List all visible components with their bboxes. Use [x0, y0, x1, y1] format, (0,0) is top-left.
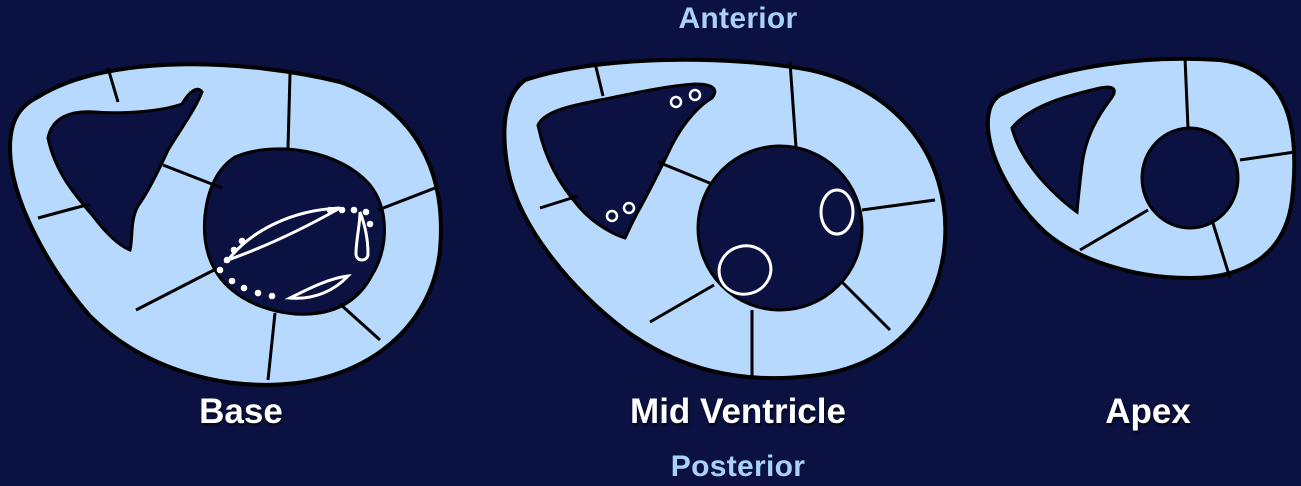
mid-ventricle-label: Mid Ventricle: [558, 392, 918, 432]
apex-left-ventricle-cavity: [1142, 128, 1238, 228]
base-divider: [288, 74, 290, 148]
mid-ventricle-slice: [504, 60, 945, 378]
posterior-label: Posterior: [588, 450, 888, 484]
base-label: Base: [61, 392, 421, 432]
apex-slice: [988, 58, 1295, 278]
apex-label: Apex: [968, 392, 1301, 432]
anterior-label: Anterior: [588, 2, 888, 36]
base-slice: [10, 64, 441, 384]
